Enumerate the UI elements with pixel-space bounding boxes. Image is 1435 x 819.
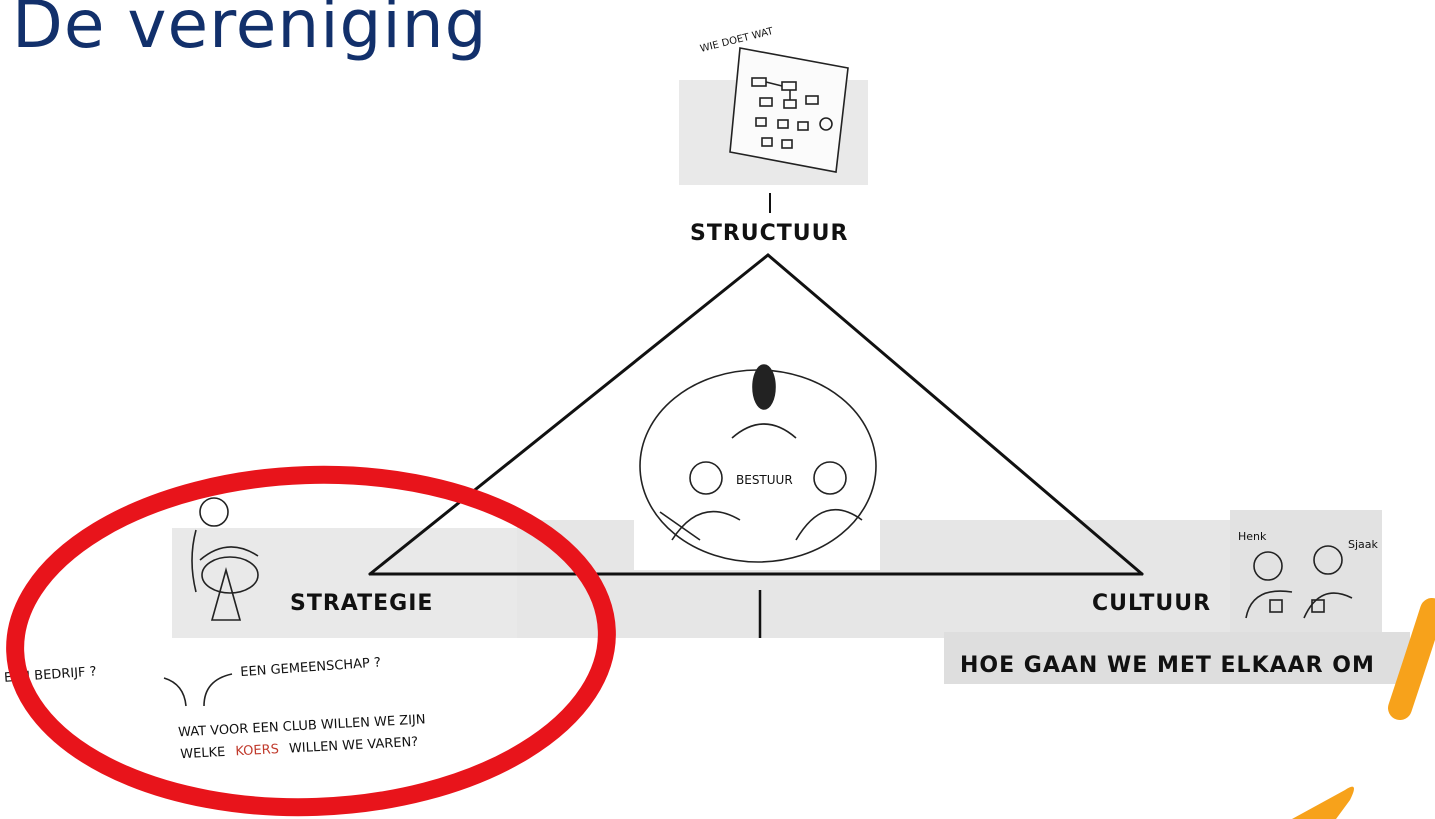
board-sketch — [639, 364, 877, 563]
org-chart-caption: WIE DOET WAT — [699, 26, 775, 55]
strategy-question-2: WELKE KOERS WILLEN WE VAREN? — [180, 735, 419, 762]
strategy-person-sketch — [191, 497, 259, 621]
strategy-question-2-suffix: WILLEN WE VAREN? — [289, 735, 419, 757]
culture-caption: HOE GAAN WE MET ELKAAR OM — [960, 653, 1375, 678]
highlight-ellipse — [6, 465, 616, 817]
orange-accent-bottom — [1292, 786, 1354, 819]
culture-person-sjaak: Sjaak — [1348, 538, 1379, 551]
culture-label: CULTUUR — [1092, 591, 1211, 616]
strategy-arrows — [163, 673, 233, 707]
culture-sketch-panel — [1230, 510, 1382, 638]
culture-caption-panel — [944, 632, 1410, 684]
culture-person-henk: Henk — [1238, 530, 1267, 543]
strategy-question-2-highlight: KOERS — [235, 742, 279, 759]
strategy-question-2-prefix: WELKE — [180, 745, 226, 762]
triangle-outline — [368, 253, 1144, 576]
structure-label: STRUCTUUR — [690, 221, 848, 246]
strategy-label: STRATEGIE — [290, 591, 433, 616]
culture-people-sketch — [1245, 545, 1353, 619]
org-chart-sketch — [729, 47, 849, 173]
board-label: BESTUUR — [736, 473, 793, 487]
strategy-option-community: EEN GEMEENSCHAP ? — [240, 655, 382, 680]
page-title: De vereniging — [12, 0, 488, 63]
orange-accent-top — [1388, 598, 1435, 720]
